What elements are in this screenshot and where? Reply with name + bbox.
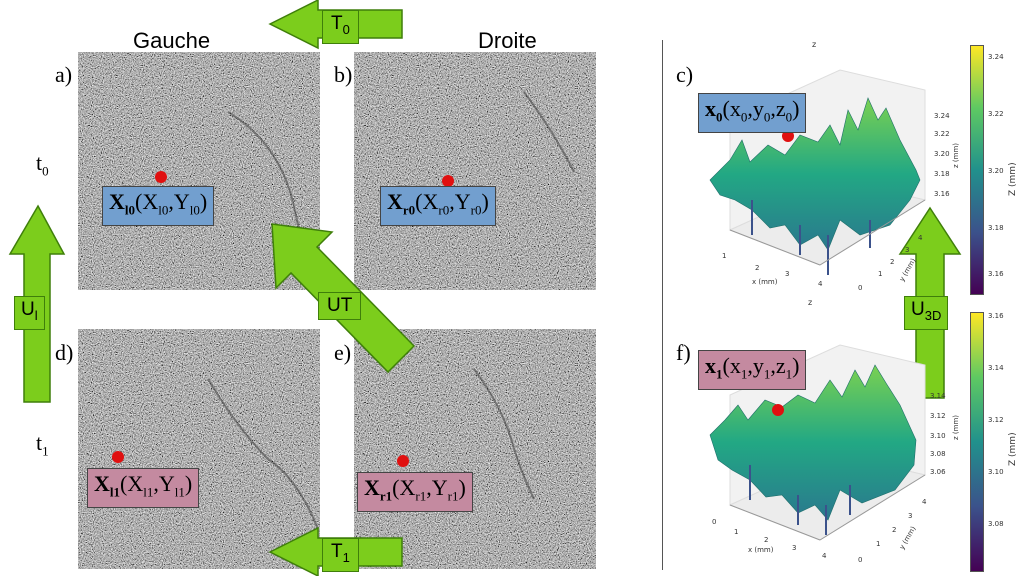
arrow-t0-label: T0 <box>322 10 359 44</box>
arrow-t1-label: T1 <box>322 538 359 572</box>
plot-bottom-xtick-4: 4 <box>822 552 827 560</box>
cbar-top-tick-4: 3.16 <box>988 270 1004 278</box>
plot-top-ytick-4: 4 <box>918 234 923 242</box>
plot-top-xtick-1: 2 <box>755 264 760 272</box>
plot-bottom-xtick-3: 3 <box>792 544 797 552</box>
plot-top-ytick-3: 3 <box>905 246 910 254</box>
coord-label-xr1: Xr1(Xr1,Yr1) <box>357 472 473 513</box>
plot-top-ztick-0: 3.24 <box>934 112 950 120</box>
plot-top-xlabel: x (mm) <box>752 278 778 286</box>
plot-bottom-ytick-3: 3 <box>908 512 913 520</box>
plot-bottom-ztick-4: 3.06 <box>930 468 946 476</box>
cbar-top-tick-1: 3.22 <box>988 110 1004 118</box>
panel-b-label: b) <box>334 62 353 87</box>
plot-top-xtick-3: 4 <box>818 280 823 288</box>
arrow-u3d-label: U3D <box>904 296 949 330</box>
plot-bottom-xlabel: x (mm) <box>748 546 774 554</box>
plot-bottom-ztick-1: 3.12 <box>930 412 946 420</box>
arrow-ul-label: Ul <box>14 296 45 330</box>
panel-d-label: d) <box>55 340 74 365</box>
plot-bottom-ytick-2: 2 <box>892 526 897 534</box>
plot-top-ytick-1: 1 <box>878 270 883 278</box>
time-t0-label: t0 <box>36 150 49 179</box>
plot-bottom-ztick-0: 3.14 <box>930 392 946 400</box>
plot-top-ztick-1: 3.22 <box>934 130 950 138</box>
plot-bottom-ytick-0: 0 <box>858 556 863 564</box>
plot-top-ztick-3: 3.18 <box>934 170 950 178</box>
panel-a-label: a) <box>55 62 73 87</box>
cbar-bottom-tick-2: 3.12 <box>988 416 1004 424</box>
panel-f-label: f) <box>676 340 691 365</box>
plot-bottom-ztick-3: 3.08 <box>930 450 946 458</box>
coord-label-x1: x1(x1,y1,z1) <box>698 350 807 391</box>
coord-label-x0: x0(x0,y0,z0) <box>698 93 807 134</box>
plot-top-xtick-2: 3 <box>785 270 790 278</box>
header-gauche: Gauche <box>133 28 211 53</box>
header-droite: Droite <box>478 28 537 53</box>
coord-label-xl1: Xl1(Xl1,Yl1) <box>87 468 200 509</box>
coord-label-xl0: Xl0(Xl0,Yl0) <box>102 186 215 227</box>
cbar-bottom-tick-4: 3.08 <box>988 520 1004 528</box>
plot-bottom-xtick-1: 1 <box>734 528 739 536</box>
point-left-t1 <box>112 451 124 463</box>
image-right-t0 <box>354 52 596 290</box>
cbar-bottom-label: Z (mm) <box>1008 432 1018 466</box>
plot-top-xtick-0: 1 <box>722 252 727 260</box>
point-3d-bottom <box>772 404 784 416</box>
image-left-t1 <box>78 329 320 569</box>
plot-bottom-ytick-1: 1 <box>876 540 881 548</box>
panel-e-label: e) <box>334 340 352 365</box>
cbar-top-label: Z (mm) <box>1008 162 1018 196</box>
colorbar-top <box>970 45 984 295</box>
vertical-divider <box>662 40 663 570</box>
cbar-bottom-tick-0: 3.16 <box>988 312 1004 320</box>
plot-top-ytick-0: 0 <box>858 284 863 292</box>
plot-bottom-xtick-0: 0 <box>712 518 717 526</box>
arrow-ut-label: UT <box>318 292 362 320</box>
plot-top-ytick-2: 2 <box>890 258 895 266</box>
panel-c-label: c) <box>676 62 694 87</box>
plot-top-title: z <box>812 40 817 49</box>
cbar-top-tick-0: 3.24 <box>988 53 1004 61</box>
point-right-t1 <box>397 455 409 467</box>
cbar-top-tick-3: 3.18 <box>988 224 1004 232</box>
plot-bottom-xtick-2: 2 <box>764 536 769 544</box>
plot-top-zlabel: z (mm) <box>952 143 960 168</box>
coord-label-xr0: Xr0(Xr0,Yr0) <box>380 186 496 227</box>
point-right-t0 <box>442 175 454 187</box>
cbar-bottom-tick-3: 3.10 <box>988 468 1004 476</box>
plot-bottom-ztick-2: 3.10 <box>930 432 946 440</box>
point-left-t0 <box>155 171 167 183</box>
plot-bottom-zlabel: z (mm) <box>952 415 960 440</box>
time-t1-label: t1 <box>36 430 49 459</box>
plot-bottom-ytick-4: 4 <box>922 498 927 506</box>
plot-bottom-title: z <box>808 298 813 307</box>
colorbar-bottom <box>970 312 984 572</box>
cbar-bottom-tick-1: 3.14 <box>988 364 1004 372</box>
plot-top-ztick-4: 3.16 <box>934 190 950 198</box>
image-right-t1 <box>354 329 596 569</box>
cbar-top-tick-2: 3.20 <box>988 167 1004 175</box>
plot-top-ztick-2: 3.20 <box>934 150 950 158</box>
